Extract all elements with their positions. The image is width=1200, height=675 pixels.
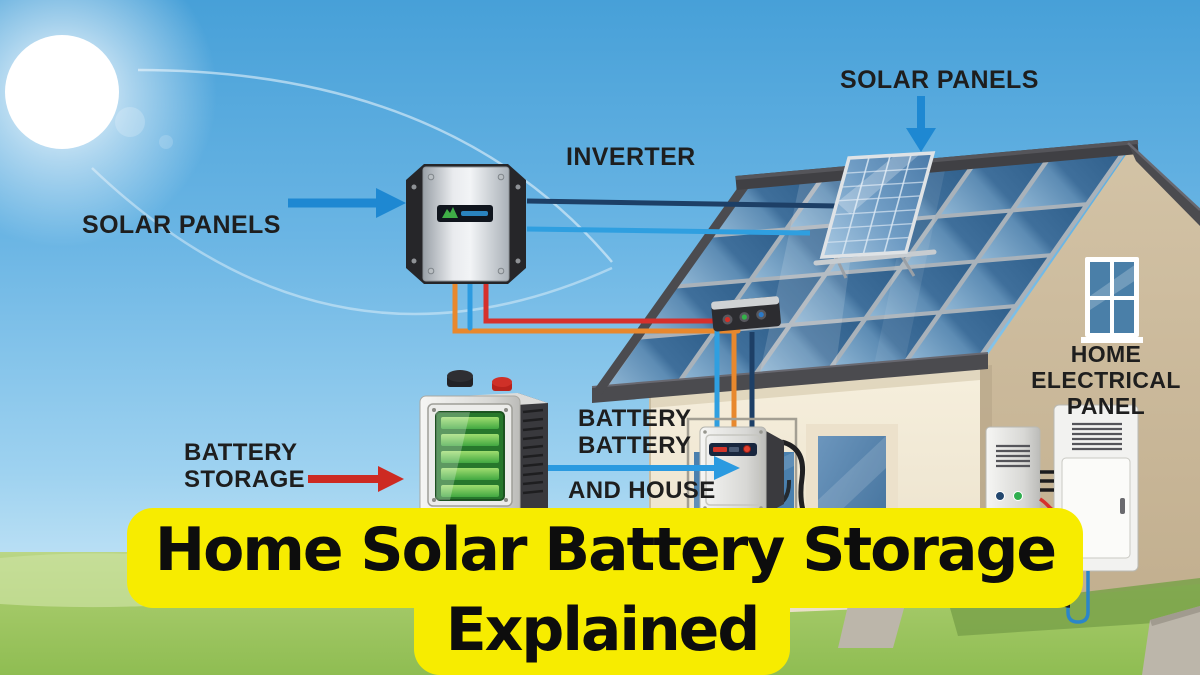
roof-ridge-cap	[735, 140, 1139, 190]
sun-icon	[5, 35, 119, 149]
label-battery-battery-line1: BATTERY	[578, 405, 692, 432]
roof-left-edge	[594, 178, 752, 395]
title-line2: Explained	[445, 595, 761, 665]
label-battery-storage-line2: STORAGE	[184, 465, 306, 493]
solar-panels-pointer-arrow	[906, 96, 936, 152]
sun-ray	[91, 167, 613, 316]
label-solar-panels-top: SOLAR PANELS	[840, 66, 1039, 94]
roof-junction-box	[711, 296, 781, 332]
label-battery-battery-line2: BATTERY	[578, 431, 692, 459]
sun-ray	[137, 68, 613, 263]
roof-right-fascia	[1128, 143, 1200, 226]
lens-flare	[115, 107, 145, 137]
label-solar-panels-left: SOLAR PANELS	[82, 211, 281, 239]
grass-shadow-band	[950, 578, 1200, 636]
inverter-to-panel-wires	[526, 198, 838, 236]
label-battery-storage-line1: BATTERY	[184, 439, 298, 466]
port-red	[724, 316, 731, 323]
panel-door-handle	[1120, 498, 1125, 514]
port-green	[741, 314, 747, 320]
mounted-solar-panel	[813, 151, 937, 279]
inverter-bottom-wires	[452, 280, 741, 334]
brand-logo-icon	[442, 207, 458, 218]
label-inverter: INVERTER	[566, 143, 696, 171]
door-walkway	[838, 601, 906, 648]
indicator-led-green	[1013, 491, 1023, 501]
label-battery-storage: BATTERY STORAGE	[184, 439, 306, 494]
solar-to-inverter-arrow	[288, 188, 406, 218]
port-blue	[758, 311, 764, 318]
label-hep-line1: HOME	[1070, 341, 1142, 367]
battery-storage-unit	[419, 370, 548, 515]
gable-window	[1081, 257, 1143, 343]
solar-inverter-box	[406, 164, 526, 284]
label-battery-battery: BATTERY BATTERY	[578, 405, 692, 460]
label-home-electrical-panel: HOME ELECTRICAL PANEL	[1030, 341, 1182, 419]
lens-flare	[159, 135, 173, 149]
roof-eave-fascia	[592, 353, 988, 403]
title-banner-line2-bg	[414, 582, 790, 675]
title-line1: Home Solar Battery Storage	[154, 515, 1057, 585]
house-meter-box	[686, 417, 807, 535]
label-hep-line2: ELECTRICAL	[1031, 366, 1181, 393]
label-hep-line3: PANEL	[1066, 392, 1146, 419]
indicator-led-blue	[995, 491, 1005, 501]
battery-to-house-arrow	[548, 456, 740, 480]
electrical-sub-panel	[985, 426, 1041, 516]
battery-storage-pointer-arrow	[308, 466, 404, 492]
label-and-house: AND HOUSE	[568, 477, 716, 504]
